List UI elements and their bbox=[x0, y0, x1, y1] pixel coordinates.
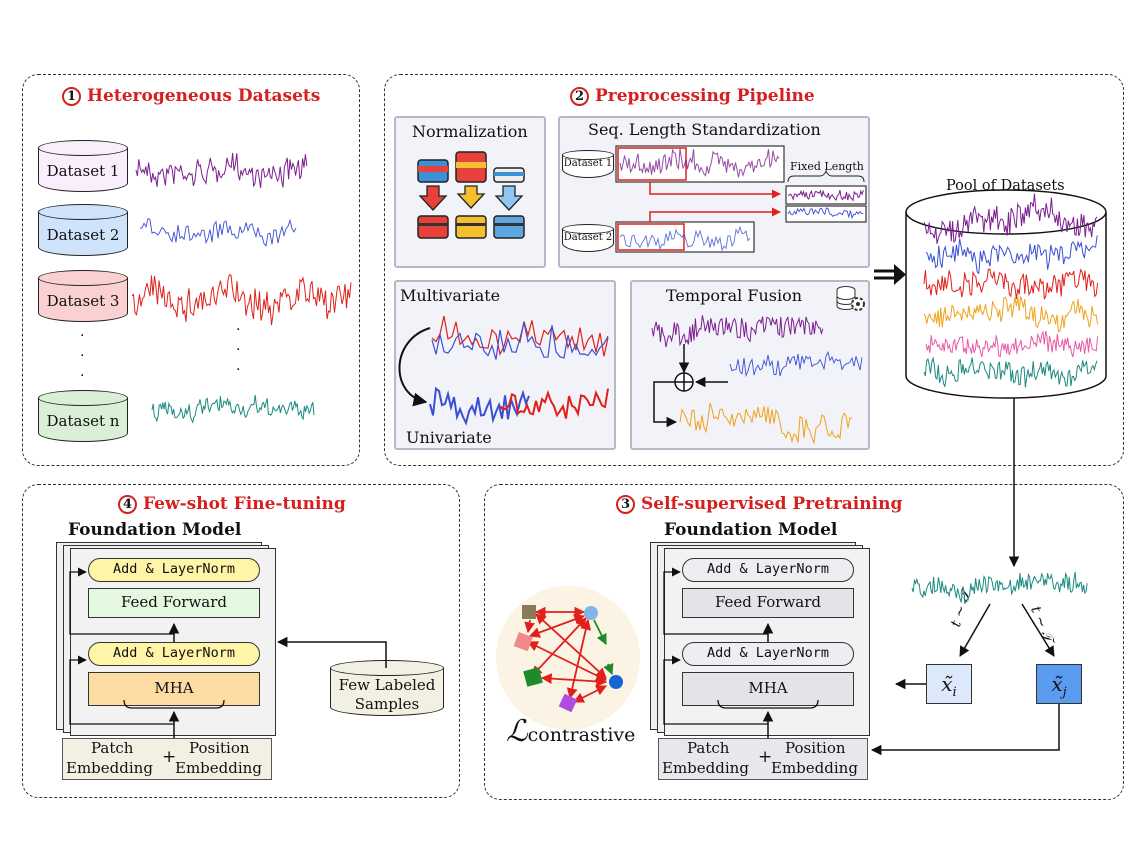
panel3-title-text: Self-supervised Pretraining bbox=[641, 494, 903, 514]
pretrain-mha: MHA bbox=[682, 672, 854, 706]
step-number-3: 3 bbox=[616, 494, 635, 514]
ellipsis-dot: · bbox=[80, 368, 85, 384]
dataset-3-label: Dataset 3 bbox=[46, 292, 120, 310]
finetune-embedding-label-2: Embedding bbox=[175, 759, 262, 777]
dataset-1-label: Dataset 1 bbox=[46, 162, 120, 180]
dataset-2-label: Dataset 2 bbox=[46, 226, 120, 244]
panel1-title-text: Heterogeneous Datasets bbox=[87, 86, 321, 106]
step-number-4: 4 bbox=[118, 494, 137, 514]
finetune-position-label: Position bbox=[189, 739, 250, 757]
temporal-fusion-box bbox=[630, 280, 870, 450]
pretrain-embedding-label-1: Embedding bbox=[662, 759, 749, 777]
pretrain-foundation-model: Add & LayerNorm Feed Forward Add & Layer… bbox=[650, 542, 870, 736]
finetune-mha: MHA bbox=[88, 672, 260, 706]
finetune-plus: + bbox=[162, 747, 177, 767]
pretrain-plus: + bbox=[758, 747, 773, 767]
normalization-label: Normalization bbox=[412, 122, 528, 141]
pretrain-embedding-label-2: Embedding bbox=[771, 759, 858, 777]
panel2-title-text: Preprocessing Pipeline bbox=[595, 86, 815, 106]
pool-of-datasets-label: Pool of Datasets bbox=[946, 178, 1065, 194]
panel2-title: 2 Preprocessing Pipeline bbox=[570, 86, 815, 106]
ellipsis-dot: · bbox=[80, 328, 85, 344]
panel3-title: 3 Self-supervised Pretraining bbox=[616, 494, 902, 514]
finetune-foundation-model: Add & LayerNorm Feed Forward Add & Layer… bbox=[56, 542, 276, 736]
panel-self-supervised-pretraining bbox=[484, 484, 1124, 800]
panel-preprocessing-pipeline bbox=[384, 74, 1124, 466]
step-number-2: 2 bbox=[570, 86, 589, 106]
multivariate-box bbox=[394, 280, 616, 450]
panel4-title-text: Few-shot Fine-tuning bbox=[143, 494, 346, 514]
seq-length-label: Seq. Length Standardization bbox=[588, 120, 821, 139]
seq-dataset-1-label: Dataset 1 bbox=[563, 158, 613, 169]
pretrain-position-label: Position bbox=[785, 739, 846, 757]
seq-dataset-2-label: Dataset 2 bbox=[563, 232, 613, 243]
few-labeled-samples-cylinder: Few Labeled Samples bbox=[330, 660, 444, 716]
ellipsis-dot: · bbox=[236, 342, 241, 358]
finetune-embedding-label-1: Embedding bbox=[66, 759, 153, 777]
loss-symbol: ℒ bbox=[506, 714, 528, 749]
pretrain-feed-forward: Feed Forward bbox=[682, 588, 854, 618]
few-labeled-label: Few Labeled bbox=[338, 676, 436, 694]
finetune-embedding-box: Patch Embedding + Position Embedding bbox=[62, 738, 272, 780]
ellipsis-dot: · bbox=[80, 348, 85, 364]
multivariate-label: Multivariate bbox=[400, 286, 501, 305]
seq-dataset-2-cylinder: Dataset 2 bbox=[562, 224, 614, 252]
dataset-n-label: Dataset n bbox=[46, 412, 120, 430]
seq-dataset-1-cylinder: Dataset 1 bbox=[562, 150, 614, 178]
panel1-title: 1 Heterogeneous Datasets bbox=[62, 86, 320, 106]
step-number-1: 1 bbox=[62, 86, 81, 106]
augmented-view-xi: x̃i bbox=[926, 664, 972, 704]
ellipsis-dot: · bbox=[236, 362, 241, 378]
univariate-label: Univariate bbox=[406, 428, 492, 447]
augmented-view-xj: x̃j bbox=[1036, 664, 1082, 704]
finetune-feed-forward: Feed Forward bbox=[88, 588, 260, 618]
xi-symbol: x̃ bbox=[941, 672, 953, 696]
pretrain-patch-label: Patch bbox=[687, 739, 730, 757]
xj-symbol: x̃ bbox=[1051, 672, 1063, 696]
fixed-length-label: Fixed Length bbox=[790, 160, 864, 173]
panel4-title: 4 Few-shot Fine-tuning bbox=[118, 494, 346, 514]
pretrain-model-title: Foundation Model bbox=[664, 520, 838, 540]
pretrain-add-norm-bottom: Add & LayerNorm bbox=[682, 642, 854, 666]
finetune-model-title: Foundation Model bbox=[68, 520, 242, 540]
samples-label: Samples bbox=[354, 695, 420, 713]
dataset-1-cylinder: Dataset 1 bbox=[38, 140, 128, 192]
pretrain-add-norm-top: Add & LayerNorm bbox=[682, 558, 854, 582]
finetune-patch-label: Patch bbox=[91, 739, 134, 757]
contrastive-loss-label: ℒcontrastive bbox=[506, 714, 635, 749]
ellipsis-dot: · bbox=[236, 322, 241, 338]
pretrain-embedding-box: Patch Embedding + Position Embedding bbox=[658, 738, 868, 780]
temporal-fusion-label: Temporal Fusion bbox=[666, 286, 803, 305]
dataset-2-cylinder: Dataset 2 bbox=[38, 204, 128, 256]
panel-few-shot-finetuning bbox=[22, 484, 460, 798]
xi-subscript: i bbox=[952, 685, 957, 700]
xj-subscript: j bbox=[1062, 685, 1067, 700]
loss-subscript: contrastive bbox=[527, 724, 636, 746]
dataset-n-cylinder: Dataset n bbox=[38, 390, 128, 442]
finetune-add-norm-bottom: Add & LayerNorm bbox=[88, 642, 260, 666]
finetune-add-norm-top: Add & LayerNorm bbox=[88, 558, 260, 582]
panel-heterogeneous-datasets bbox=[22, 74, 360, 466]
dataset-3-cylinder: Dataset 3 bbox=[38, 270, 128, 322]
